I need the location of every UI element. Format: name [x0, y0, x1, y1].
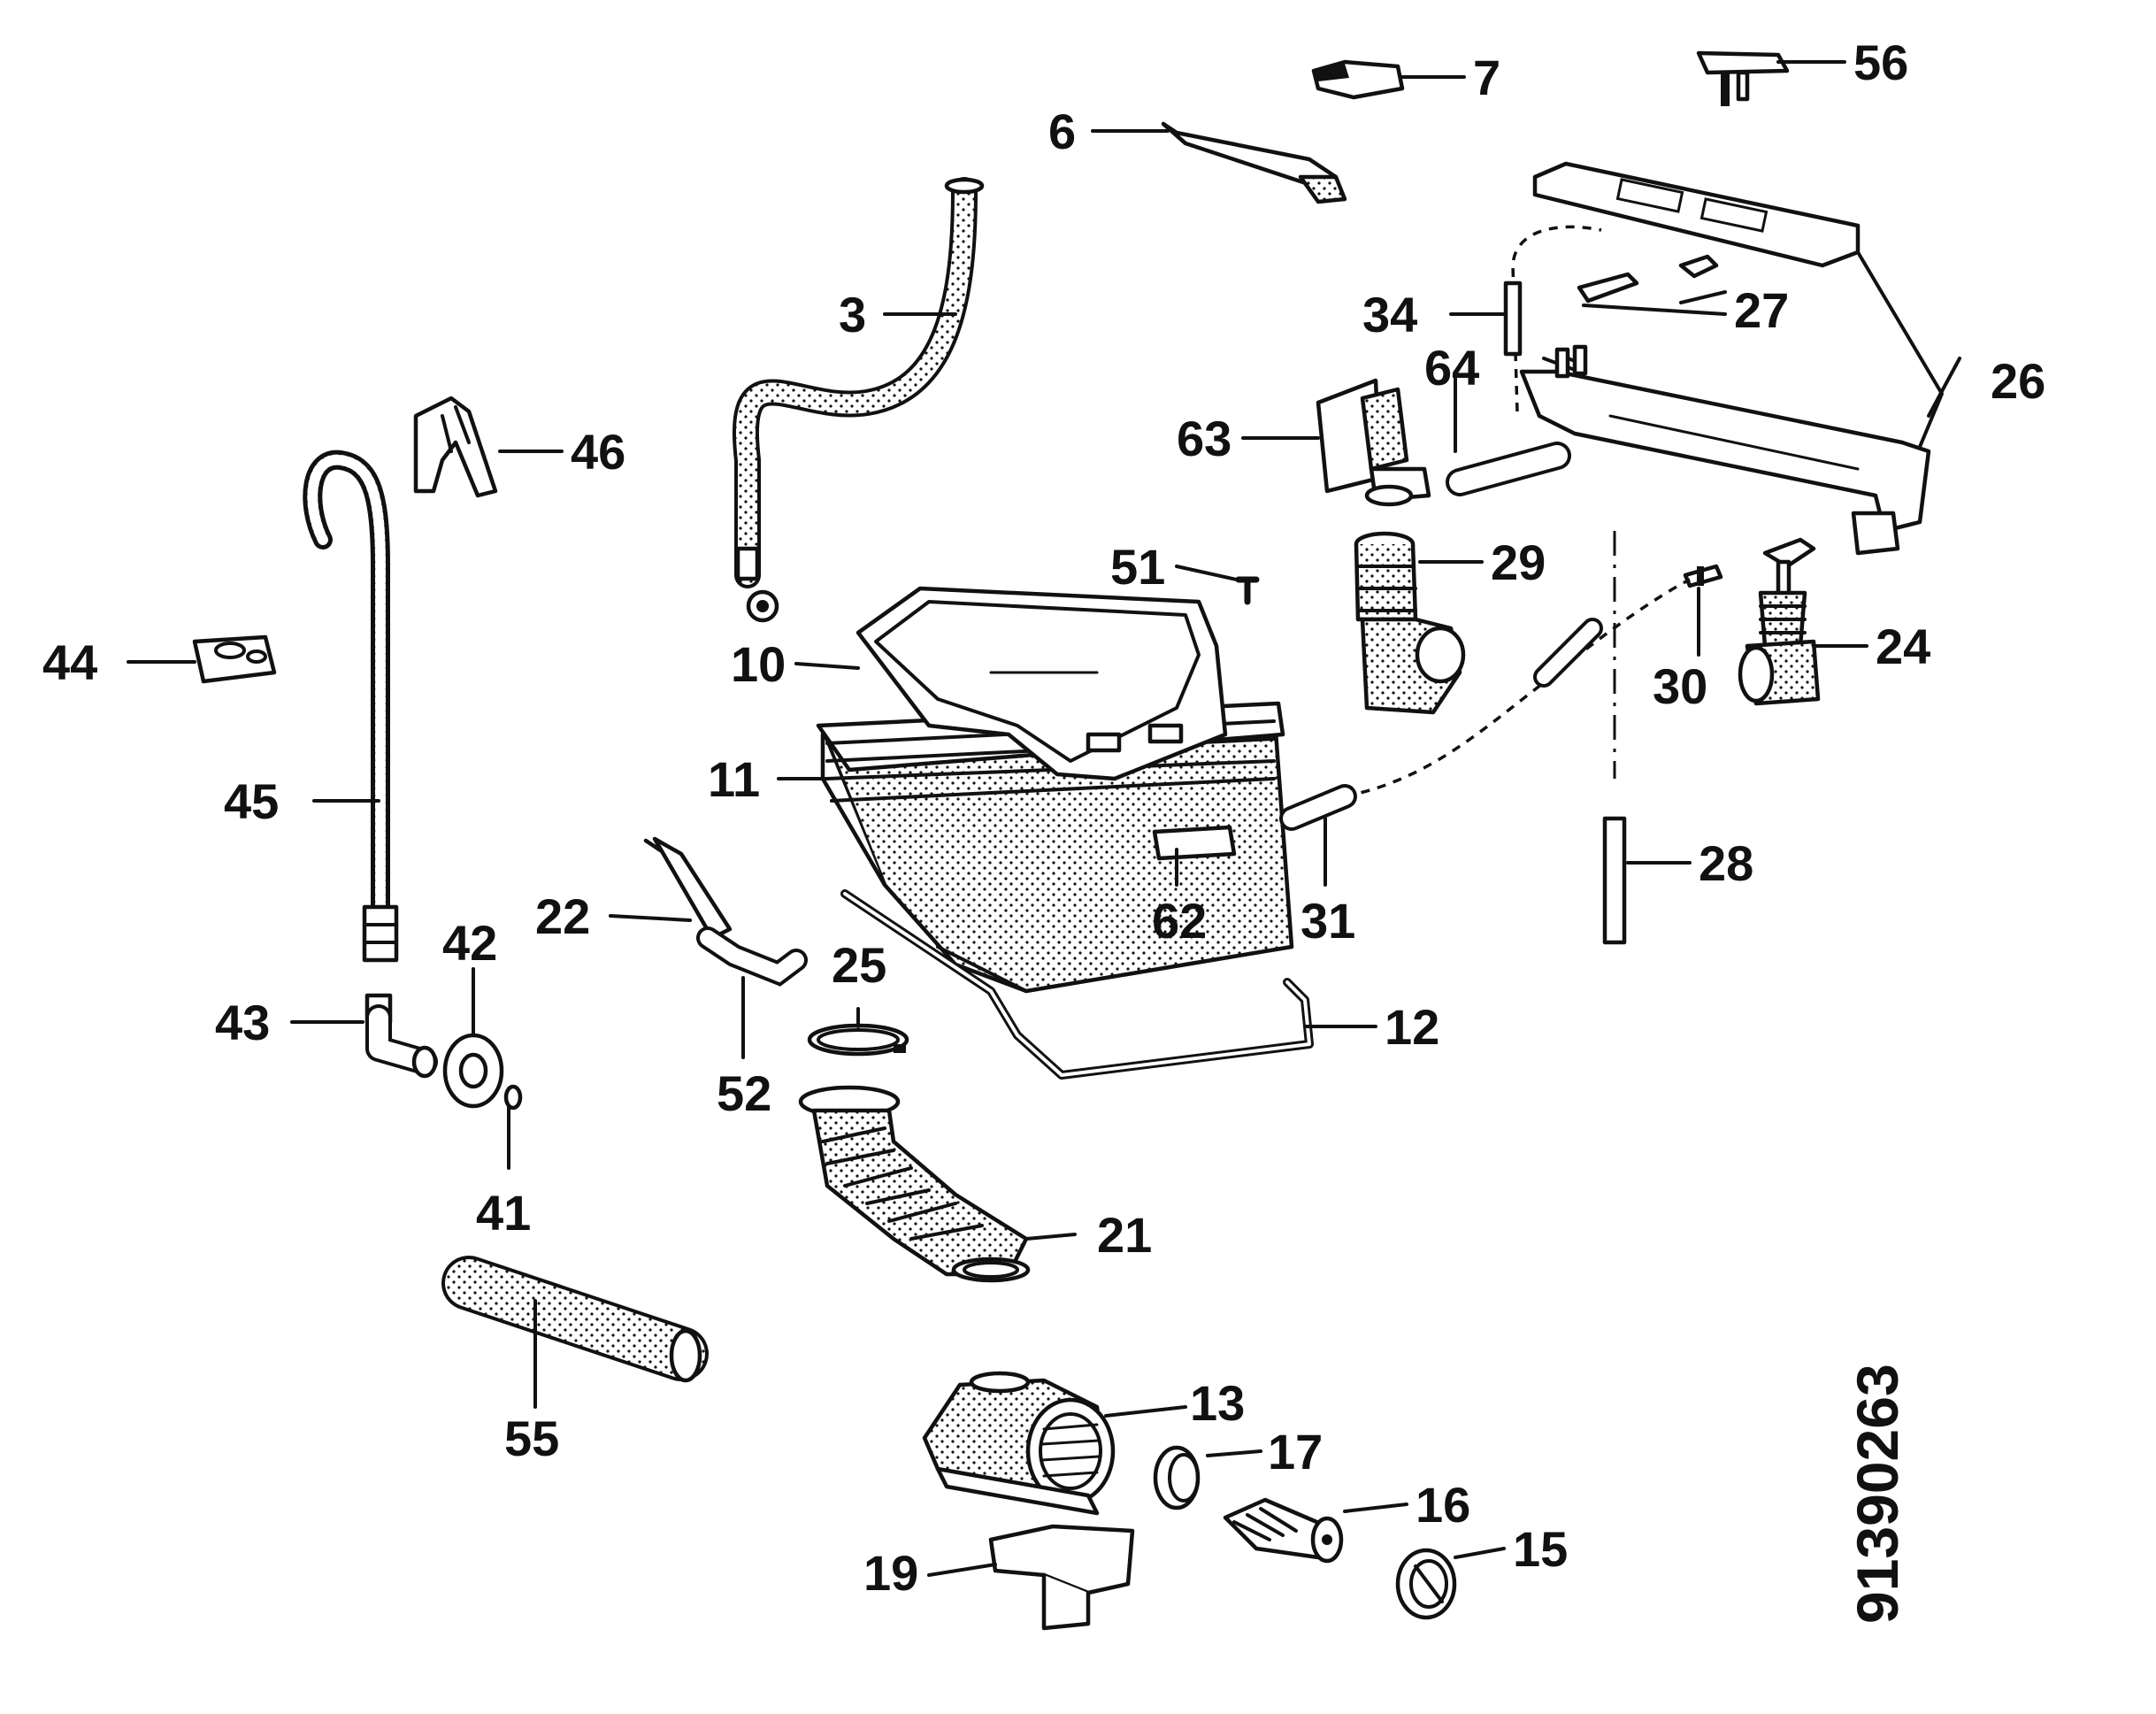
label-63: 63	[1177, 411, 1231, 466]
label-21: 21	[1097, 1207, 1152, 1263]
label-29: 29	[1491, 534, 1546, 590]
label-64: 64	[1424, 340, 1479, 396]
part-17-seal	[1153, 1445, 1201, 1510]
part-15-cap	[1395, 1548, 1457, 1620]
part-26-dispenser-housing	[1519, 161, 1944, 556]
part-34-tube	[1503, 281, 1523, 357]
label-12: 12	[1385, 999, 1439, 1055]
part-41-ring	[503, 1084, 523, 1111]
label-45: 45	[224, 773, 279, 829]
label-6: 6	[1048, 104, 1076, 159]
part-56-connector	[1696, 50, 1790, 106]
part-63-level-switch	[1316, 378, 1431, 507]
label-31: 31	[1301, 893, 1355, 949]
label-44: 44	[42, 634, 97, 690]
label-51: 51	[1110, 539, 1165, 595]
part-45-drain-hose	[303, 450, 399, 963]
label-43: 43	[215, 995, 270, 1050]
part-46-hook	[413, 396, 498, 498]
label-19: 19	[863, 1545, 918, 1601]
label-3: 3	[839, 287, 866, 342]
leader-lines	[127, 60, 1961, 1577]
label-52: 52	[717, 1065, 771, 1121]
label-62: 62	[1152, 893, 1207, 949]
document-number: 91390263	[1845, 1364, 1910, 1624]
label-13: 13	[1190, 1375, 1245, 1431]
part-19-bracket	[988, 1524, 1135, 1631]
part-13-pump-housing	[922, 1371, 1116, 1516]
part-12-gasket	[840, 889, 1314, 1080]
part-22-pipe	[643, 836, 808, 987]
part-51-screw	[1235, 576, 1260, 605]
part-28-tube	[1602, 816, 1627, 945]
label-30: 30	[1653, 658, 1707, 714]
label-11: 11	[708, 751, 760, 807]
label-34: 34	[1362, 287, 1417, 342]
part-44-clip	[192, 634, 277, 684]
part-16-filter	[1223, 1497, 1344, 1564]
label-24: 24	[1876, 619, 1930, 674]
part-31-hose-piece	[1279, 784, 1357, 831]
part-6-bracket	[1161, 121, 1347, 204]
label-27: 27	[1734, 282, 1789, 338]
part-62-handle	[1152, 825, 1237, 861]
part-55-hose	[441, 1256, 709, 1383]
label-28: 28	[1699, 835, 1753, 891]
label-56: 56	[1853, 35, 1908, 90]
part-labels: 3 6 7 10 11 12 13 15 16 17 19 21 22 24 2…	[42, 35, 2045, 1601]
part-31-segment-upper	[1533, 618, 1603, 688]
part-64-hose	[1446, 442, 1571, 496]
part-21-drain-bellows	[798, 1085, 1031, 1283]
part-10-frame	[855, 586, 1228, 781]
label-10: 10	[731, 636, 786, 692]
part-24-air-trap	[1738, 537, 1821, 706]
part-7-clip	[1311, 59, 1405, 100]
part-42-washer	[442, 1033, 504, 1109]
part-43-elbow	[364, 993, 438, 1079]
part-29-bellows	[1354, 531, 1466, 715]
part-3-inlet-hose	[733, 177, 985, 623]
part-30-nozzle	[1683, 564, 1723, 588]
label-46: 46	[571, 424, 625, 480]
label-22: 22	[535, 888, 590, 944]
label-41: 41	[476, 1185, 531, 1241]
label-16: 16	[1416, 1477, 1470, 1533]
part-27-clips	[1577, 254, 1719, 304]
label-7: 7	[1473, 50, 1500, 105]
label-15: 15	[1513, 1521, 1568, 1577]
label-26: 26	[1991, 353, 2045, 409]
label-55: 55	[504, 1410, 559, 1466]
label-42: 42	[442, 915, 497, 971]
label-25: 25	[832, 937, 886, 993]
dashed-link-upper	[1511, 225, 1602, 412]
part-25-clamp	[807, 1023, 909, 1057]
label-17: 17	[1268, 1424, 1323, 1480]
